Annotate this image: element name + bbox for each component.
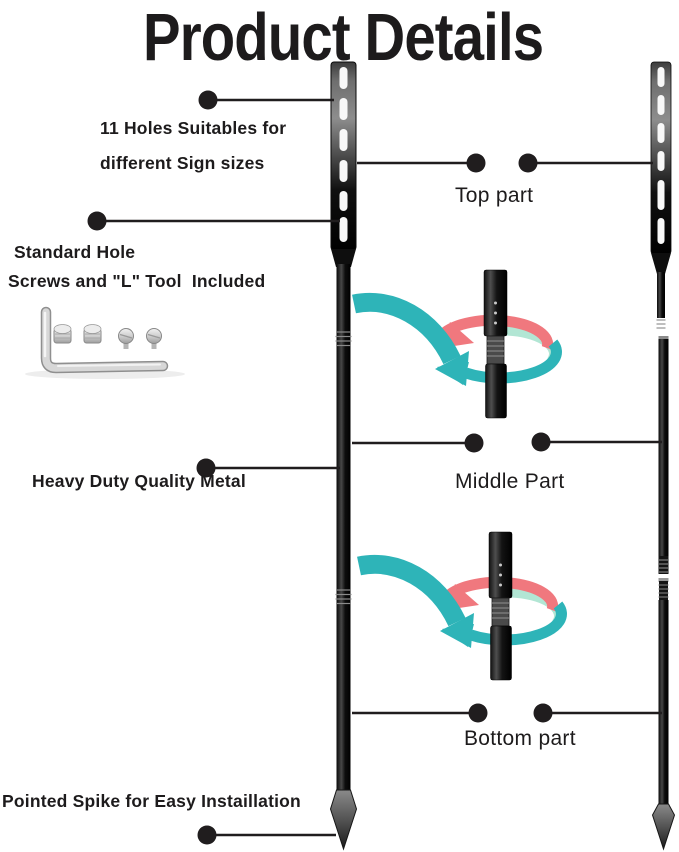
callout-metal-text: Heavy Duty Quality Metal <box>32 471 246 491</box>
callout-spike-text: Pointed Spike for Easy Instaillation <box>2 791 301 811</box>
callout-holes-text-line2: different Sign sizes <box>100 153 265 173</box>
middle-part-threaded-end <box>658 556 669 574</box>
callout-screws-text-line1: Standard Hole <box>14 242 136 262</box>
teal-rotation-arrow <box>464 339 562 384</box>
screw-icon <box>118 328 134 349</box>
callout-connector-bottom-part <box>352 703 662 723</box>
insert-direction-arrow-icon <box>352 292 469 386</box>
assembly-threaded-coupler <box>486 335 505 365</box>
label-bottom-part: Bottom part <box>464 727 576 750</box>
callout-connector-middle-part <box>352 432 662 453</box>
bottom-part-threaded-end <box>658 584 669 598</box>
label-middle-part: Middle Part <box>455 470 565 493</box>
post-top-part <box>650 61 672 329</box>
callout-connector-holes <box>198 90 334 110</box>
cap-nut-icon <box>53 324 72 344</box>
main-post-thread-joint-upper <box>335 331 352 347</box>
top-part-threaded-end <box>656 319 666 329</box>
callout-connector-top-part <box>357 153 653 173</box>
post-bottom-part <box>651 578 676 851</box>
page-title: Product Details <box>143 0 544 75</box>
callout-screws-text-line2: Screws and "L" Tool Included <box>8 271 266 291</box>
assembly-bottom-piece <box>485 363 507 419</box>
l-tool-and-screws-image <box>25 306 185 379</box>
main-sign-post <box>329 61 358 851</box>
pointed-spike-shape <box>329 789 358 851</box>
main-post-pole <box>336 264 351 798</box>
post-middle-part <box>658 336 669 574</box>
main-post-thread-joint-lower <box>335 589 352 605</box>
bottom-part-spike-shape <box>651 803 676 851</box>
pink-rotation-arrow <box>439 314 554 350</box>
main-post-taper <box>331 249 356 267</box>
rotation-assembly-arrows-icon <box>352 269 562 419</box>
label-top-part: Top part <box>455 184 534 207</box>
callout-connector-spike <box>197 825 336 845</box>
rotation-assembly-arrows-icon <box>359 532 561 680</box>
callout-holes-text-line1: 11 Holes Suitables for <box>100 118 287 138</box>
cap-nut-icon <box>83 324 102 344</box>
screw-icon <box>146 328 162 349</box>
callout-connector-metal <box>196 458 340 478</box>
callout-connector-screws <box>87 211 340 231</box>
main-post-holes <box>339 67 348 242</box>
top-part-holes <box>657 67 665 244</box>
